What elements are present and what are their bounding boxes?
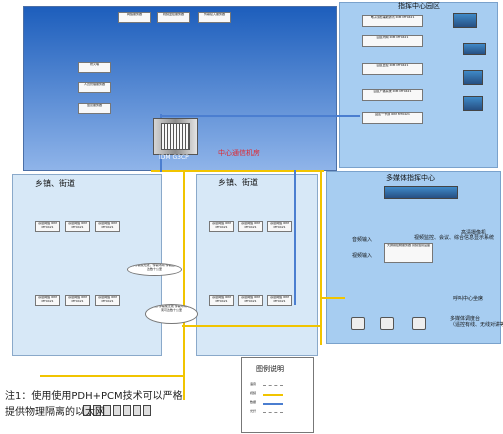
center-small-label-1: 视频监控服务器 [157, 12, 190, 23]
center-small-label-2: 传输接入服务器 [198, 12, 231, 23]
command-screen-1 [453, 13, 477, 28]
footnote: 注1：使用使用PDH+PCM技术可以严格提供物理隔离的以太网 [5, 391, 183, 418]
left-unit-2: 基层网络 IDM MT0421 [95, 221, 120, 232]
command-node-1: 园区内网 IDM MT0421 [362, 35, 423, 47]
callout-right: PDH光纤传输或无线 传输环网 传输距离可达数十公里 [145, 304, 198, 324]
audio-in-label: 音频输入 [352, 237, 373, 243]
right-unit-0: 基层网络 IDM MT0421 [209, 221, 234, 232]
legend-item-0: 语音 [250, 382, 257, 386]
wall-display [384, 186, 458, 199]
mcu-label: 大屏幕控制服务器 音频混音设备 [384, 243, 433, 263]
phone-device-6 [133, 405, 141, 416]
main-yellow-wire-4 [320, 170, 322, 345]
right-town-panel [196, 174, 318, 356]
right-unit-1: 基层网络 IDM MT0421 [238, 221, 263, 232]
phone-device-2 [93, 405, 101, 416]
center-small-label-3: 防火墙 [78, 62, 111, 73]
legend-title: 图例说明 [256, 365, 284, 373]
dispatch-terminal-label: 多媒体调度台 （遥控有线、无线对讲等） [450, 316, 503, 328]
command-node-2: 园区监控 IDM MT0421 [362, 63, 423, 75]
left-unit-0: 基层网络 IDM MT0421 [35, 221, 60, 232]
right-unit-4: 基层网络 IDM MT0421 [238, 295, 263, 306]
left-unit-4: 基层网络 IDM MT0421 [65, 295, 90, 306]
town-left-title: 乡镇、街道 [35, 179, 75, 188]
center-small-label-5: 会议服务器 [78, 103, 111, 114]
camera-label: 高清摄像机 [461, 230, 487, 236]
legend-line-3 [263, 403, 283, 405]
center-small-label-0: 网络服务器 [118, 12, 151, 23]
main-blue-wire-2 [160, 115, 360, 117]
right-unit-5: 基层网络 IDM MT0421 [267, 295, 292, 306]
main-yellow-wire-5 [320, 297, 345, 299]
terminal-3 [412, 317, 426, 330]
command-node-3: 园区广播系统 IDM MT0421 [362, 89, 423, 101]
phone-device-1 [83, 405, 91, 416]
main-yellow-wire [183, 170, 185, 400]
phone-device-3 [103, 405, 111, 416]
main-yellow-wire-7 [40, 375, 184, 377]
main-yellow-wire-3 [151, 170, 209, 172]
main-yellow-wire-6 [182, 325, 322, 327]
call-center-label: 呼叫中心坐席 [453, 296, 484, 302]
video-label: 视频监控、会议、综合信息显示系统 [414, 235, 495, 241]
command-node-4: 园区一卡通 IDM MT0421 [362, 112, 423, 124]
callout-left: 光纤传输或无线，传输环网 传输距离可达数十公里 [127, 263, 182, 276]
command-title: 指挥中心园区 [398, 2, 440, 10]
terminal-1 [351, 317, 365, 330]
command-screen-3 [463, 70, 483, 85]
main-blue-wire-3 [294, 170, 296, 305]
legend-item-1: 视频 [250, 391, 257, 395]
right-unit-3: 基层网络 IDM MT0421 [209, 295, 234, 306]
town-right-title: 乡镇、街道 [218, 178, 258, 187]
phone-device-7 [143, 405, 151, 416]
right-unit-2: 基层网络 IDM MT0421 [267, 221, 292, 232]
main-rack [153, 118, 198, 155]
legend-line-4 [263, 412, 283, 413]
command-park-panel [339, 2, 498, 168]
legend-item-2: 数据 [250, 400, 257, 404]
multimedia-title: 多媒体指挥中心 [386, 174, 435, 182]
left-unit-5: 基层网络 IDM MT0421 [95, 295, 120, 306]
video-in-label: 视频输入 [352, 253, 373, 259]
left-unit-1: 基层网络 IDM MT0421 [65, 221, 90, 232]
legend-line-1 [263, 385, 283, 386]
left-unit-3: 基层网络 IDM MT0421 [35, 295, 60, 306]
main-yellow-wire-2 [184, 170, 324, 172]
rack-label: IDM G3CP [159, 154, 189, 161]
terminal-2 [380, 317, 394, 330]
command-node-0: 电子围栏辅助通讯 IDM MT0421 [362, 15, 423, 27]
legend-item-3: 光纤 [250, 409, 257, 413]
center-small-label-4: 人员管理服务器 [78, 82, 111, 93]
phone-device-4 [113, 405, 121, 416]
phone-device-5 [123, 405, 131, 416]
command-screen-4 [463, 96, 483, 111]
central-room-label: 中心通信机房 [218, 149, 260, 157]
command-screen-2 [463, 43, 486, 55]
legend-line-2 [263, 394, 283, 396]
